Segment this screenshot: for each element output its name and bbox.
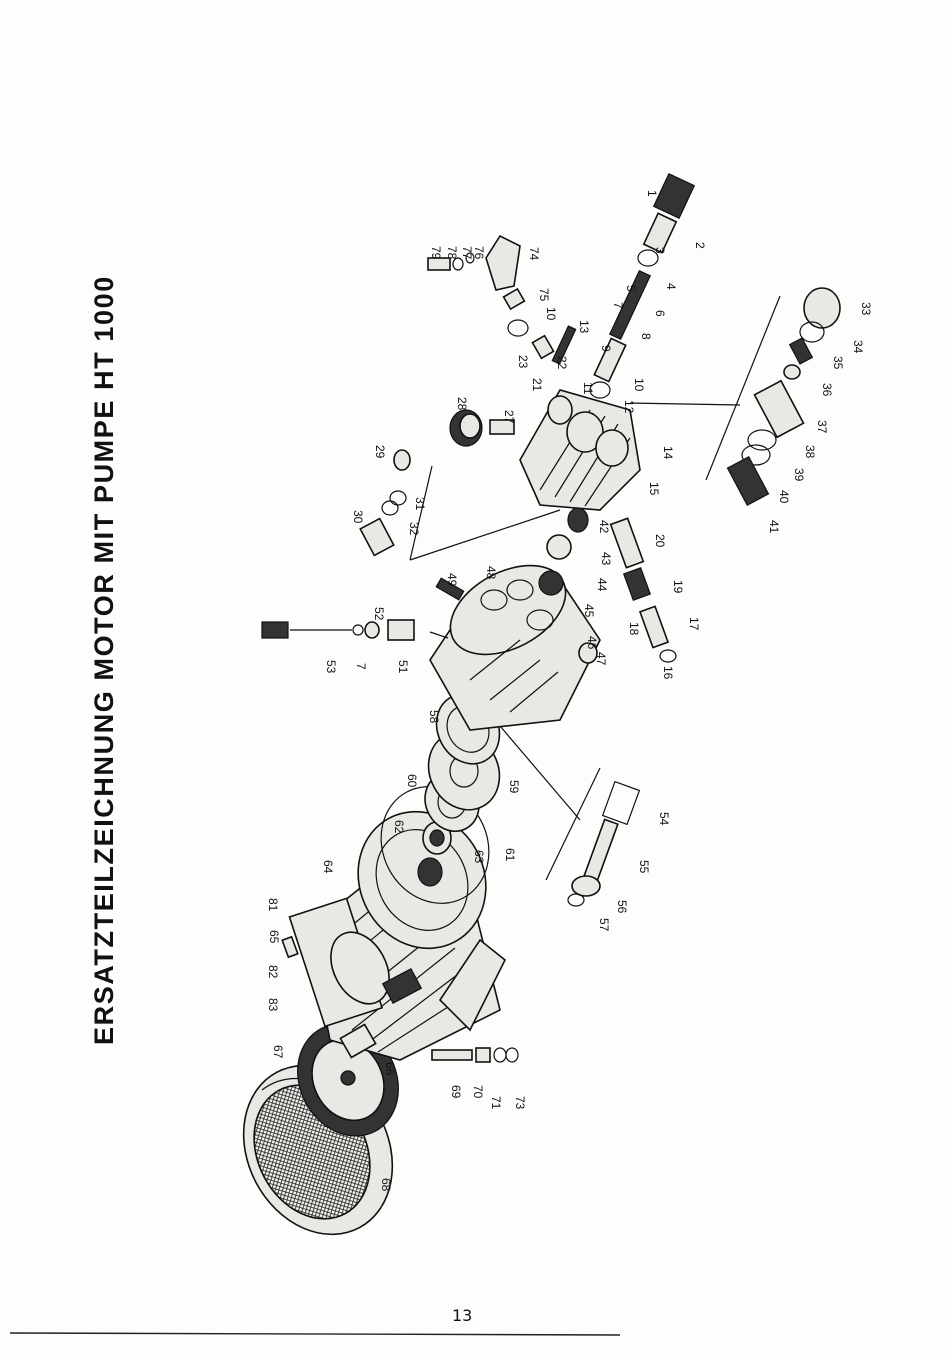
callout-label: 79 [429,246,443,260]
callout-label: 11 [581,382,595,395]
callout-label: 68 [379,1178,393,1192]
callout-label: 7 [611,302,625,309]
callout-label: 75 [537,288,551,302]
callout-label: 9 [599,345,613,352]
callout-label: 18 [627,622,641,636]
callout-label: 64 [321,860,335,874]
callout-label: 69 [449,1085,463,1099]
page-rule [10,1333,620,1335]
callout-label: 51 [396,660,410,674]
callout-label: 37 [815,420,829,434]
callout-label: 6 [653,310,667,317]
callout-label: 34 [851,340,865,354]
callout-label: 41 [767,520,781,534]
callout-label: 21 [530,378,544,392]
callout-label: 3 [653,247,667,254]
callout-label: 22 [555,356,569,370]
callout-label: 40 [777,490,791,504]
callout-label: 8 [639,333,653,340]
callout-label: 63 [472,850,486,864]
pump-head [520,390,640,510]
callout-label: 53 [324,660,338,674]
callout-label: 38 [803,445,817,459]
callout-label: 43 [599,552,613,566]
callout-label: 66 [383,1062,397,1076]
page-number: 13 [452,1306,472,1325]
callout-label: 10 [544,307,558,321]
callout-label: 74 [527,247,541,261]
callout-label: 70 [471,1085,485,1099]
callout-label: 83 [266,998,280,1012]
callout-label: 29 [373,445,387,459]
callout-label: 47 [594,652,608,666]
callout-label: 62 [392,820,406,834]
callout-label: 54 [657,812,671,826]
callout-label: 32 [407,522,421,536]
callout-label: 77 [460,246,474,260]
callout-label: 10 [632,378,646,392]
callout-label: 60 [405,774,419,788]
callout-label: 52 [372,607,386,621]
callout-label: 23 [516,355,530,369]
callout-label: 31 [413,497,427,511]
plunger-assembly [546,768,639,906]
callout-label: 39 [792,468,806,482]
callout-label: 78 [445,246,459,260]
callout-label: 14 [661,446,675,460]
callout-label: 16 [661,666,675,680]
callout-label: 56 [615,900,629,914]
callout-label: 44 [595,578,609,592]
callout-label: 55 [637,860,651,874]
callout-label: 1 [645,190,659,197]
callout-label: 67 [271,1045,285,1059]
callout-label: 49 [445,573,459,587]
callout-label: 82 [266,965,280,979]
callout-label: 15 [647,482,661,496]
callout-label: 7 [354,663,368,670]
callout-label: 59 [507,780,521,794]
callout-label: 33 [859,302,873,316]
callout-label: 35 [831,356,845,370]
callout-label: 28 [455,397,469,411]
callout-label: 2 [693,242,707,249]
callout-label: 57 [597,918,611,932]
callout-label: 61 [503,848,517,862]
callout-label: 45 [582,604,596,618]
callout-label: 73 [513,1096,527,1110]
callout-label: 71 [489,1096,503,1110]
callout-label: 19 [671,580,685,594]
callout-label: 65 [267,930,281,944]
callout-label: 20 [653,534,667,548]
mounting-bolts [432,1048,518,1062]
callout-label: 13 [577,320,591,334]
unloader-valve-left [360,450,410,555]
callout-label: 30 [351,510,365,524]
valve-stack-right [706,288,840,505]
callout-label: 5 [624,285,638,292]
callout-label: 17 [687,617,701,631]
callout-label: 46 [585,636,599,650]
callout-label: 48 [484,566,498,580]
callout-label: 27 [502,410,516,424]
dipstick [262,620,414,640]
callout-label: 4 [664,283,678,290]
callout-label: 42 [597,520,611,534]
callout-label: 81 [266,898,280,912]
callout-label: 36 [820,383,834,397]
callout-label: 58 [427,710,441,724]
callout-label: 12 [622,400,636,414]
